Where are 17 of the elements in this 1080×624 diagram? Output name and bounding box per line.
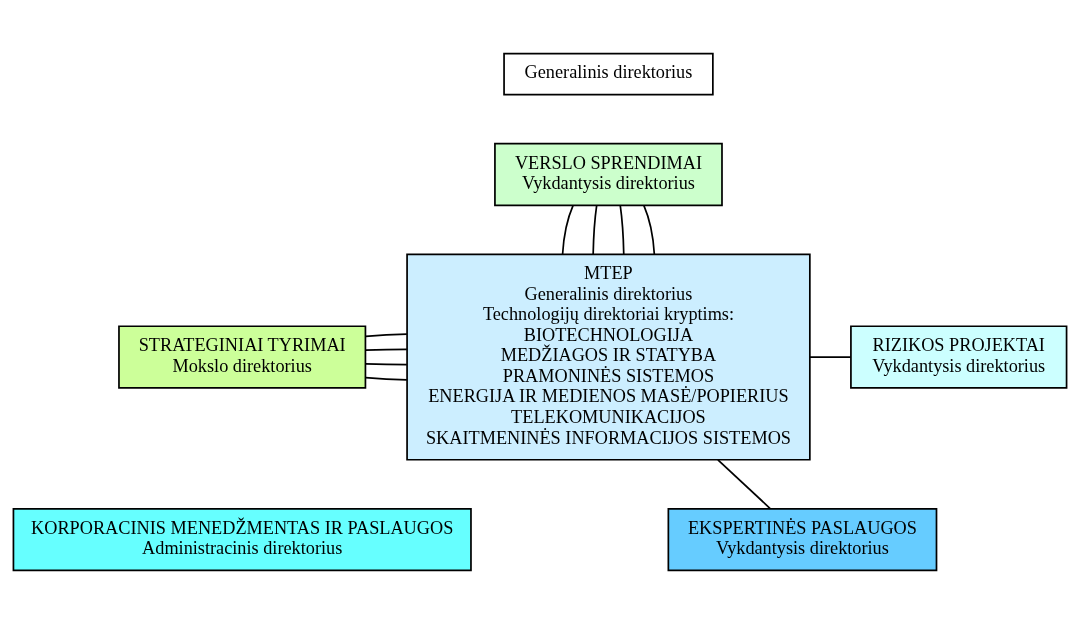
connector bbox=[364, 363, 408, 366]
node-box: RIZIKOS PROJEKTAI Vykdantysis direktorius bbox=[850, 325, 1068, 389]
connector bbox=[561, 204, 574, 255]
node-box: STRATEGINIAI TYRIMAI Mokslo direktorius bbox=[118, 325, 367, 389]
connector bbox=[717, 459, 771, 510]
connector bbox=[619, 204, 625, 255]
connector bbox=[364, 333, 408, 338]
connector bbox=[592, 204, 598, 255]
node-box: VERSLO SPRENDIMAI Vykdantysis direktorius bbox=[494, 142, 723, 207]
connector bbox=[809, 356, 852, 358]
node-box: EKSPERTINĖS PASLAUGOS Vykdantysis direktorius bbox=[667, 507, 938, 572]
connector bbox=[642, 204, 656, 255]
connector bbox=[364, 376, 408, 381]
connector bbox=[364, 348, 408, 352]
node-box: KORPORACINIS MENEDŽMENTAS IR PASLAUGOS Administracinis direktorius bbox=[12, 507, 472, 572]
node-box: Generalinis direktorius bbox=[503, 52, 714, 96]
node-box: MTEP Generalinis direktorius Technologijų direktoriai kryptims: BIOTECHNOLOGIJA MEDŽIAGOS IR STATYBA PRAMONINĖS SISTEMOS ENERGIJA IR MEDIENOS MASĖ/POPIERIUS TELEKOMUNIKACIJOS SKAITMENINĖS INFORMACIJOS SISTEMOS bbox=[406, 253, 811, 461]
